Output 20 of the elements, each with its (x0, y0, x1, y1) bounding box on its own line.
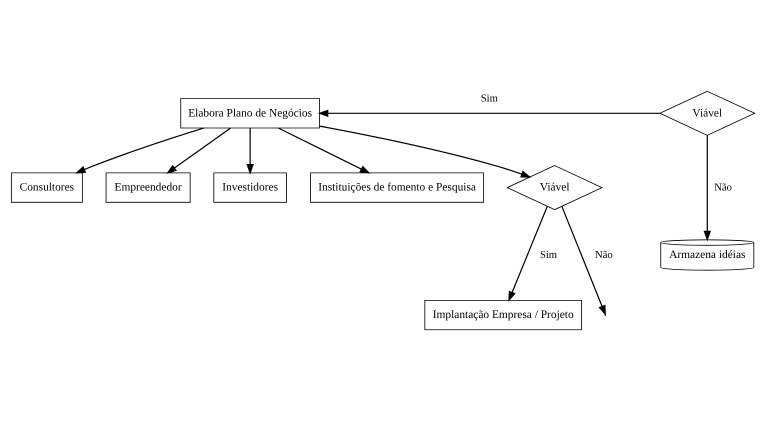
arrow (246, 128, 254, 175)
node-diamond: Viável (506, 165, 603, 210)
edge-label: Não (595, 250, 613, 261)
arrow (75, 128, 204, 174)
node-box: Consultores (10, 172, 83, 203)
node-box: Elabora Plano de Negócios (180, 98, 320, 128)
arrow (320, 126, 532, 178)
arrow (704, 135, 712, 242)
node-box: Investidores (213, 172, 287, 203)
arrow (278, 128, 370, 174)
edge-label: Sim (540, 250, 558, 261)
node-diamond: Viável (658, 90, 756, 136)
arrow (166, 128, 231, 174)
arrow (508, 206, 548, 302)
node-box: Empreendedor (106, 172, 191, 203)
arrow (318, 110, 660, 118)
node-box: Implantação Empresa / Projeto (424, 300, 582, 330)
node-box: Instituições de fomento e Pesquisa (310, 172, 484, 203)
edge-label: Sim (480, 93, 498, 104)
edge-label: Não (714, 182, 732, 194)
